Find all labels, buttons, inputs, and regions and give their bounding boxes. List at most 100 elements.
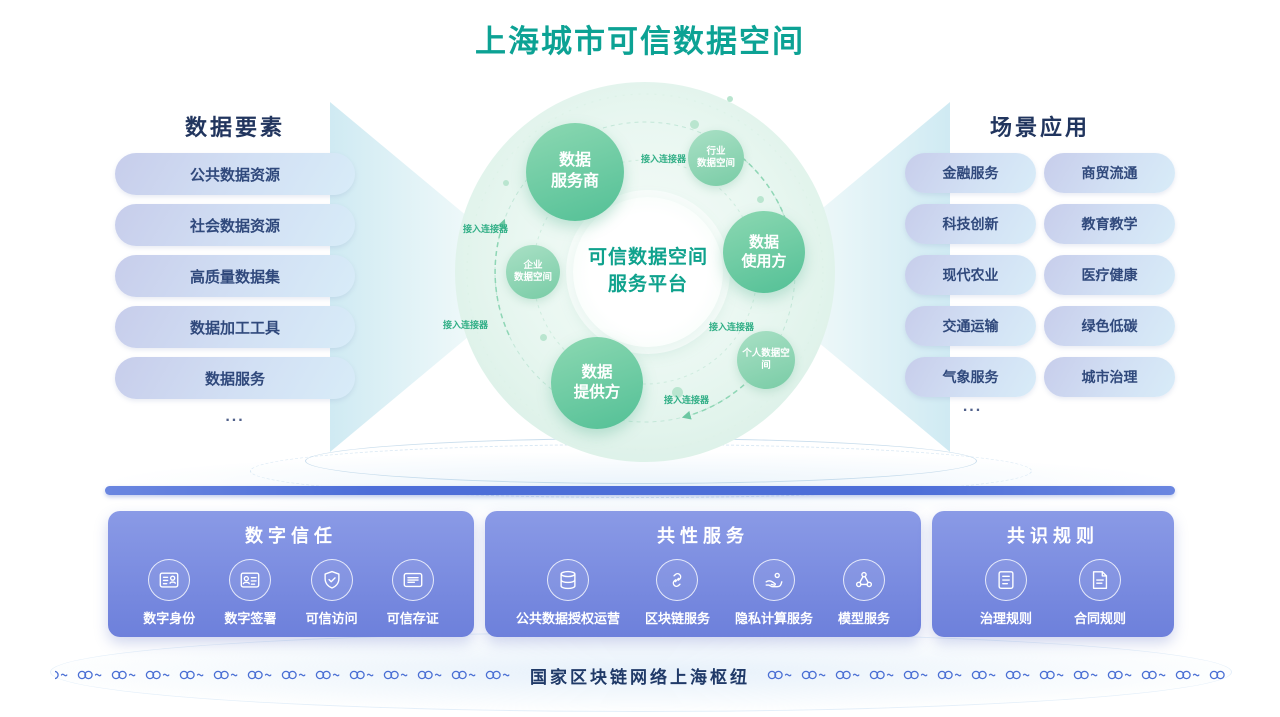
space-label: 间 [761, 360, 771, 371]
hub-diagram: 可信数据空间 服务平台 数据 服务商 数据 使用方 数据 提供方 行业 数据空间… [443, 82, 835, 462]
feature-label: 公共数据授权运营 [515, 611, 620, 626]
feature-contract-rules: 合同规则 [1074, 559, 1126, 627]
connector-label: 接入连接器 [664, 395, 710, 405]
chain-link-icon [485, 670, 510, 680]
node-personal-data-space: 个人数据空 间 [737, 331, 795, 389]
chain-link-icon [835, 670, 860, 680]
module-title: 数字信任 [245, 526, 337, 546]
connector-label: 接入连接器 [443, 320, 489, 330]
chain-link-icon [111, 670, 136, 680]
chain-link-icon [349, 670, 374, 680]
chain-decoration [55, 667, 514, 683]
chain-link-icon [1175, 670, 1200, 680]
role-label: 数据 [748, 233, 779, 251]
module-title: 共性服务 [657, 526, 749, 546]
chain-link-icon [1107, 670, 1132, 680]
feature-label: 可信访问 [305, 611, 358, 626]
chain-link-icon [145, 670, 170, 680]
node-data-service-provider: 数据 服务商 [526, 123, 624, 221]
feature-blockchain-service: 区块链服务 [645, 559, 710, 627]
pill-tech-innovation: 科技创新 [905, 204, 1036, 244]
decorative-dot [503, 180, 509, 186]
feature-label: 隐私计算服务 [734, 611, 813, 626]
module-common-services: 共性服务 公共数据授权运营 [485, 511, 921, 637]
platform-bar [105, 486, 1175, 495]
pill-green-low-carbon: 绿色低碳 [1044, 306, 1175, 346]
node-data-provider: 数据 提供方 [551, 337, 643, 429]
feature-trusted-access: 可信访问 [306, 559, 358, 627]
pill-meteorological-services: 气象服务 [905, 357, 1036, 397]
chain-link-icon [55, 670, 68, 680]
space-label: 个人数据空 [742, 347, 790, 359]
platform-label-line2: 服务平台 [607, 274, 688, 295]
chain-decoration [766, 667, 1225, 683]
data-elements-heading: 数据要素 [184, 115, 285, 140]
certificate-icon [391, 559, 434, 601]
chain-link-icon [1141, 670, 1166, 680]
pill-public-data-resources: 公共数据资源 [115, 153, 355, 195]
chain-link-icon [417, 670, 442, 680]
pill-high-quality-datasets: 高质量数据集 [115, 255, 355, 297]
chain-link-icon [767, 670, 792, 680]
data-elements-list: 公共数据资源 社会数据资源 高质量数据集 数据加工工具 数据服务 [115, 153, 355, 399]
chain-link-icon [869, 670, 894, 680]
model-nodes-icon [842, 559, 885, 601]
feature-label: 区块链服务 [644, 611, 710, 626]
chain-link-icon [315, 670, 340, 680]
pill-commerce-circulation: 商贸流通 [1044, 153, 1175, 193]
pill-data-services: 数据服务 [115, 357, 355, 399]
foundation-modules: 数字信任 数字身份 [108, 511, 1175, 637]
contract-doc-icon [1078, 559, 1121, 601]
footer: 国家区块链网络上海枢纽 [0, 660, 1280, 690]
platform-node: 可信数据空间 服务平台 [573, 197, 723, 347]
chain-link-icon [971, 670, 996, 680]
decorative-dot [727, 96, 733, 102]
left-ellipsis: ... [225, 408, 245, 425]
role-label: 使用方 [741, 253, 787, 270]
id-card-icon [148, 559, 191, 601]
feature-label: 治理规则 [979, 611, 1032, 626]
pill-transportation: 交通运输 [905, 306, 1036, 346]
governance-doc-icon [984, 559, 1027, 601]
space-label: 数据空间 [696, 158, 735, 169]
feature-label: 可信存证 [386, 611, 439, 626]
role-label: 服务商 [550, 173, 599, 190]
footer-title: 国家区块链网络上海枢纽 [530, 667, 750, 687]
chain-link-icon [656, 559, 699, 601]
connector-label: 接入连接器 [709, 322, 755, 332]
feature-privacy-computing: 隐私计算服务 [735, 559, 813, 627]
feature-digital-identity: 数字身份 [143, 559, 195, 627]
space-label: 行业 [706, 145, 726, 157]
connector-label: 接入连接器 [641, 154, 687, 164]
role-label: 提供方 [573, 384, 621, 401]
chain-link-icon [1005, 670, 1030, 680]
pill-medical-health: 医疗健康 [1044, 255, 1175, 295]
pill-social-data-resources: 社会数据资源 [115, 204, 355, 246]
decorative-dot [757, 196, 764, 203]
chain-link-icon [903, 670, 928, 680]
feature-digital-signing: 数字签署 [224, 559, 276, 627]
feature-model-service: 模型服务 [838, 559, 890, 627]
pill-urban-governance: 城市治理 [1044, 357, 1175, 397]
pill-modern-agriculture: 现代农业 [905, 255, 1036, 295]
module-title: 共识规则 [1007, 526, 1099, 546]
decorative-dot [690, 120, 699, 129]
chain-link-icon [281, 670, 306, 680]
scenario-apps-heading: 场景应用 [989, 115, 1090, 140]
feature-governance-rules: 治理规则 [980, 559, 1032, 627]
chain-link-icon [451, 670, 476, 680]
page-title: 上海城市可信数据空间 [475, 24, 805, 59]
chain-link-icon [247, 670, 272, 680]
chain-link-icon [383, 670, 408, 680]
feature-public-data-operation: 公共数据授权运营 [516, 559, 620, 627]
chain-link-icon [1209, 670, 1225, 680]
platform-label-line1: 可信数据空间 [587, 247, 708, 269]
feature-label: 数字签署 [224, 611, 277, 626]
module-digital-trust: 数字信任 数字身份 [108, 511, 474, 637]
chain-link-icon [77, 670, 102, 680]
pill-education-teaching: 教育教学 [1044, 204, 1175, 244]
chain-link-icon [213, 670, 238, 680]
chain-link-icon [1039, 670, 1064, 680]
decorative-dot [672, 387, 683, 398]
